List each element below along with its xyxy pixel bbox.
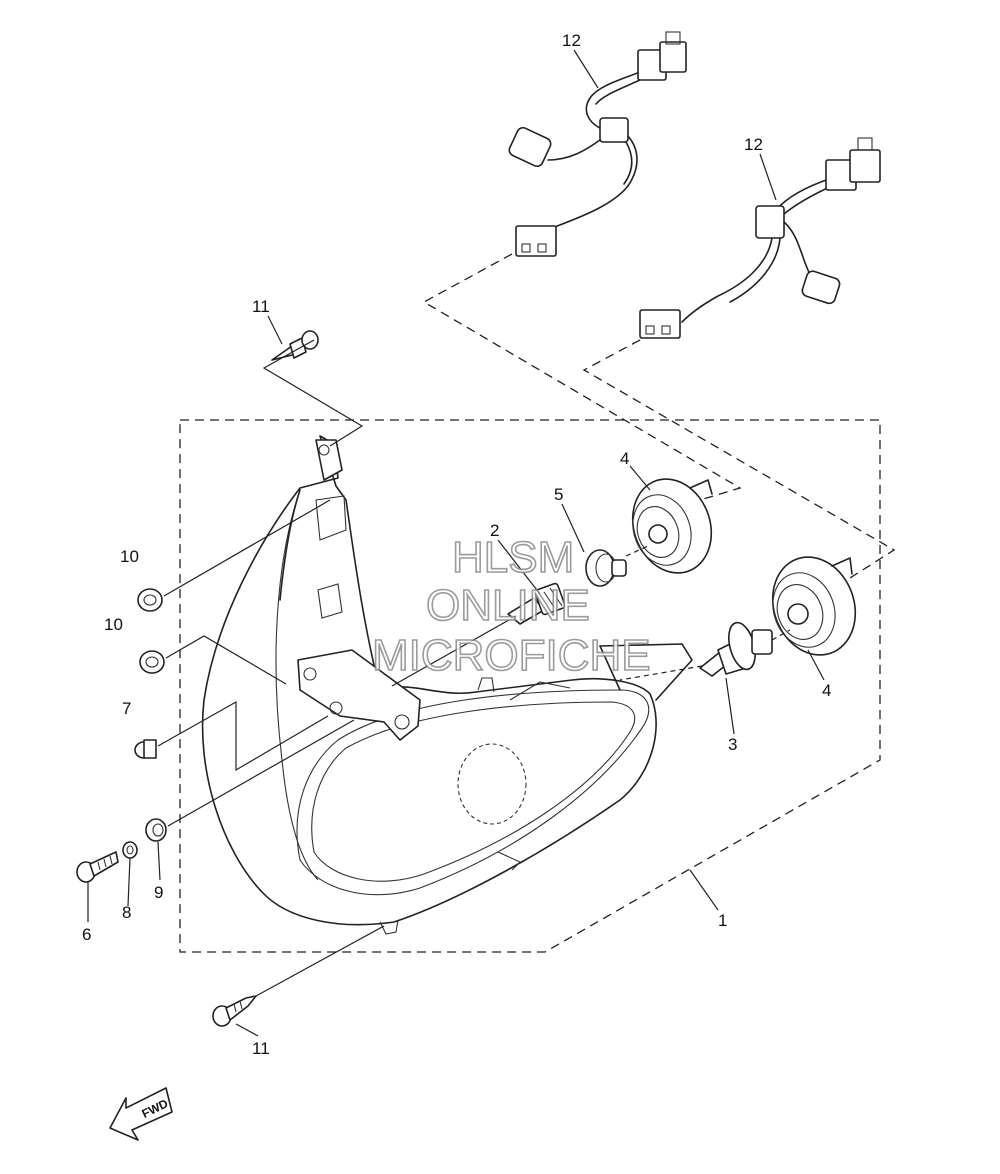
callout-4-upper: 4 [620,449,629,468]
callout-4-lower: 4 [822,681,831,700]
callout-11-lower: 11 [252,1039,270,1058]
callout-3: 3 [728,735,737,754]
callout-11-upper: 11 [252,297,270,316]
callout-7: 7 [122,699,131,718]
assembly-leaders [157,339,703,997]
screw-lower [212,995,257,1027]
watermark-line-1: HLSM [452,533,574,582]
forward-arrow-icon: FWD [109,1087,173,1141]
grommet-nine [145,818,167,842]
callout-10-upper: 10 [120,547,139,566]
callout-10-lower: 10 [104,615,123,634]
callout-8: 8 [122,903,131,922]
callout-9: 9 [154,883,163,902]
headlight-bulb [699,621,791,677]
small-bulb [507,582,566,625]
callout-pointers [87,49,825,1037]
grommet-upper [137,588,163,612]
watermark-line-2: ONLINE [426,581,590,630]
bolt-six [76,851,119,883]
screw-upper [271,330,319,361]
callout-12-right: 12 [744,135,763,154]
washer [122,841,138,859]
callout-1: 1 [718,911,727,930]
grommet-lower [139,650,165,674]
harness-right-leader [582,339,896,579]
wire-harness-right [639,137,881,339]
headlight-housing [201,435,693,935]
wire-harness-left [508,31,687,257]
watermark-line-3: MICROFICHE [372,631,651,680]
callout-6: 6 [82,925,91,944]
callout-12-left: 12 [562,31,581,50]
callout-5: 5 [554,485,563,504]
bulb-socket-lower [771,556,857,656]
position-bulb [585,545,649,587]
callout-2: 2 [490,521,499,540]
collar [134,739,157,759]
assembly-boundary [179,419,881,953]
bulb-socket-upper [631,478,713,574]
harness-left-leader [422,253,742,501]
